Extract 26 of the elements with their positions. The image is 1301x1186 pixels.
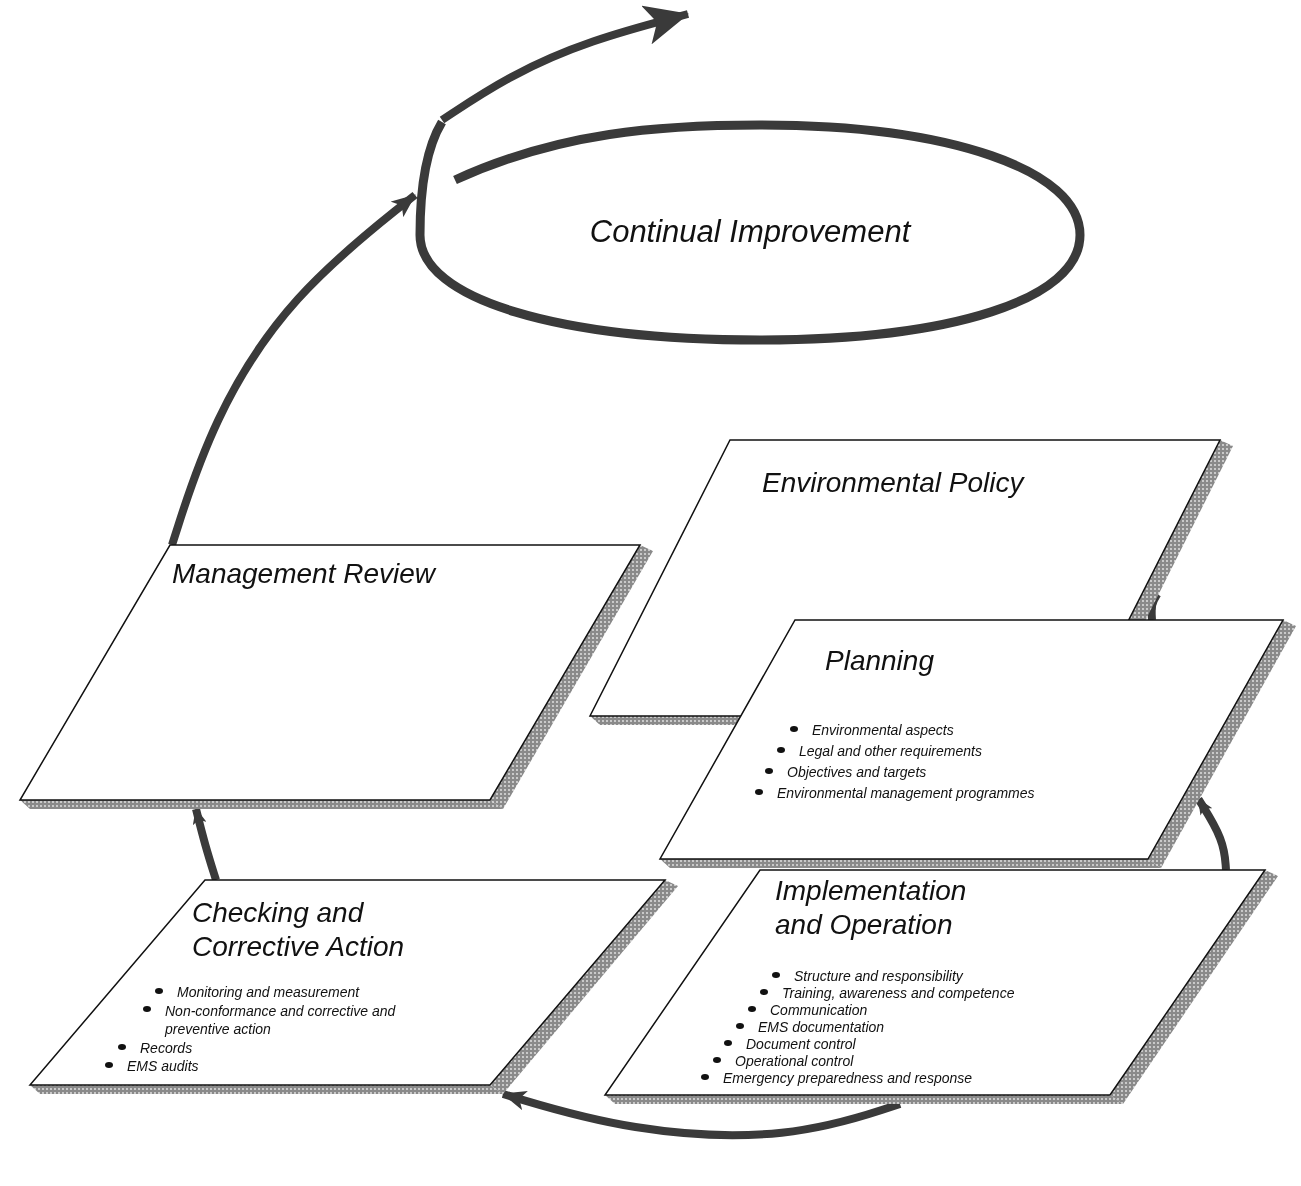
bullet-item: Document control xyxy=(746,1036,856,1053)
panel-title: Planning xyxy=(825,644,935,678)
ellipse-label: Continual Improvement xyxy=(588,212,913,250)
bullet-item: Operational control xyxy=(735,1053,854,1070)
bullet-item: Structure and responsibility xyxy=(794,968,963,985)
bullet-item: Communication xyxy=(770,1002,868,1019)
bullet-item: EMS documentation xyxy=(758,1019,885,1036)
bullet-item: EMS audits xyxy=(127,1058,199,1075)
arrow xyxy=(192,808,220,882)
arrow xyxy=(501,1090,902,1139)
bullet-item: Objectives and targets xyxy=(787,764,927,781)
bullet-item: Records xyxy=(140,1040,193,1057)
panel-title: Implementation and Operation xyxy=(775,874,968,942)
bullet-item: Environmental aspects xyxy=(812,722,954,739)
arrow xyxy=(1195,797,1230,871)
bullet-item: Non-conformance and corrective and preventive action xyxy=(165,1002,397,1038)
bullet-item: Environmental management programmes xyxy=(777,785,1035,802)
panel-title: Checking and Corrective Action xyxy=(192,896,406,964)
bullet-item: Training, awareness and competence xyxy=(782,985,1015,1002)
arrow xyxy=(439,5,690,124)
panel-title: Environmental Policy xyxy=(762,466,1026,500)
bullet-item: Emergency preparedness and response xyxy=(723,1070,973,1087)
panel-title: Management Review xyxy=(172,557,438,591)
bullet-item: Monitoring and measurement xyxy=(177,984,360,1001)
arrow xyxy=(168,191,418,547)
bullet-item: Legal and other requirements xyxy=(799,743,982,760)
